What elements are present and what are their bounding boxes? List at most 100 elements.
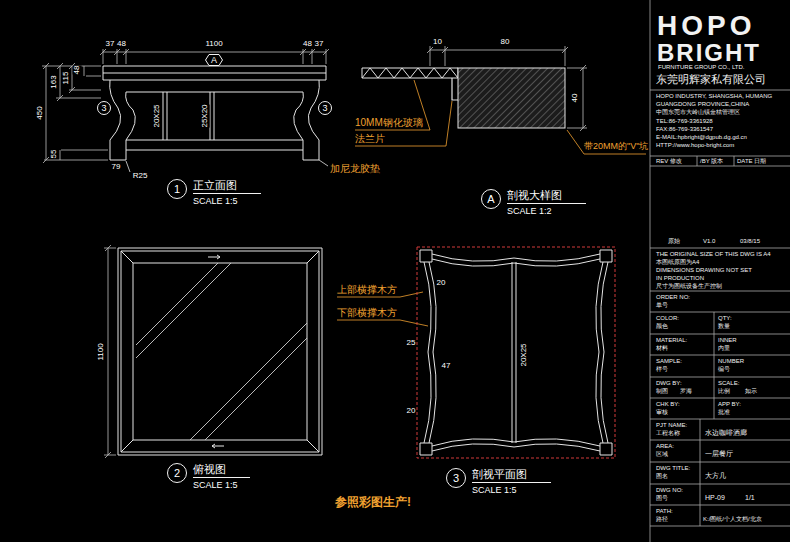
title-block-text: AREA: [656,443,674,450]
title-block-text: APP BY: [718,401,741,408]
title-block-text: E-MAIL:hpbright@dgpub.dg.gd.cn [656,134,747,141]
title-block-text: 制图 [656,388,668,395]
section-plan [420,250,612,455]
title-block-text: HOPO INDUSTRY, SHANGSHA, HUMANG [656,93,772,100]
note-text: 上部横撑木方 [337,284,397,295]
view-title: A 剖视大样图 SCALE 1:2 [481,189,586,217]
wood-frame-section [458,68,565,128]
view-title: 2 俯视图SCALE 1:5 [167,463,250,491]
title-block-text: MATERIAL: [656,337,687,344]
title-block-text: 罗海 [680,388,692,395]
callout-marker: 3 [318,101,332,115]
title-block-text: SAMPLE: [656,358,682,365]
logo-text: HOPO [657,11,755,42]
note-text: 10MM钢化玻璃 [355,117,423,128]
company-name: 东莞明辉家私有限公司 [656,73,766,85]
title-block-text: CHK BY: [656,401,680,408]
view-heading-group: 剖视平面图SCALE 1:5 [472,468,551,496]
dimension-line [104,245,116,458]
title-block-text: 尺寸为图纸设备生产控制 [656,283,722,290]
title-block-text: TEL:86-769-3361928 [656,118,713,125]
title-block-text: 中国东莞市大岭山镇金桔管理区 [656,109,740,116]
title-block-text: 原始 [668,238,680,245]
dimension-text: 25X20 [201,104,210,127]
title-block-text: PATH: [656,508,673,515]
dimension-text: 40 [571,94,580,103]
dimension-text: 25 [407,339,416,348]
title-block-text: V1.0 [703,238,715,245]
title-block-text: 图号 [656,495,668,502]
title-block-text: 单号 [656,302,668,309]
dimension-line [42,49,329,163]
dimension-text: 48 [73,66,82,75]
view-heading: 剖视平面图 [472,468,551,483]
title-block-text: 样号 [656,366,668,373]
dimension-text: 79 [112,163,121,172]
title-block-text: DIMENSIONS DRAWING NOT SET [656,267,752,274]
table-elevation [103,66,326,160]
title-block-text: QTY: [718,315,732,322]
title-block-text: 图名 [656,473,668,480]
title-block-text: 内里 [718,345,730,352]
title-block-text: K:/图纸/个人文档/北京 [703,516,762,523]
dimension-text: 47 [442,362,451,371]
section-marker-outline [206,55,223,66]
title-block-text: 大方几 [705,472,726,480]
view-number-circle: 3 [446,468,466,488]
title-block-text: 如示 [745,388,757,395]
title-block-text: 1/1 [745,494,755,502]
title-block-text: 区域 [656,451,668,458]
dimension-text: 37 [315,40,324,49]
callout-marker: 3 [97,101,111,115]
view-number-circle: A [481,189,501,209]
view-number-circle: 1 [167,179,187,199]
view-heading: 正立面图 [193,179,261,194]
table-top-plan [118,248,322,455]
dimension-text: 20 [407,407,416,416]
company-name: FURNITURE GROUP CO., LTD. [658,64,744,71]
dimension-text: 1100 [205,40,222,49]
leader-line [337,80,646,326]
title-block-grid [650,0,790,542]
title-block-text: DWG TITLE: [656,465,690,472]
title-block-text: 颜色 [656,323,668,330]
view-number-circle: 2 [167,463,187,483]
scale-text: SCALE 1:2 [507,206,586,217]
view-number: 1 [174,184,180,195]
title-block-text: PJT NAME: [656,422,687,429]
title-block-text: 数量 [718,323,730,330]
title-block-text: INNER [718,337,737,344]
title-block-text: SCALE: [718,380,739,387]
title-block-text: /BY 版本 [700,158,723,165]
dimension-text: 55 [50,150,59,159]
title-block-text: 水边咖啡酒廊 [705,429,747,437]
note-text: 法兰片 [355,133,385,144]
view-heading: 剖视大样图 [507,189,586,204]
dimension-text: 48 [303,40,312,49]
dimension-text: 450 [36,106,45,119]
dimension-text: 20X25 [520,343,529,366]
title-block-text: 比例 [718,388,730,395]
title-block-text: THE ORIGINAL SIZE OF THIS DWG IS A4 [656,251,771,258]
title-block-text: HTTP://www.hopo-bright.com [656,142,734,149]
view-heading-group: 俯视图SCALE 1:5 [193,463,250,491]
title-block-text: HP-09 [705,494,725,502]
dimension-line [427,46,587,131]
view-number: 2 [174,468,180,479]
marker-number: 3 [101,104,106,113]
dimension-text: 20X25 [153,104,162,127]
title-block-text: 03/8/15 [740,238,760,245]
title-block-text: IN PRODUCTION [656,275,704,282]
view-number: A [487,194,494,205]
title-block-text: 编号 [718,366,730,373]
view-heading: 俯视图 [193,463,250,478]
marker-number: 3 [322,104,327,113]
flange-plate [452,78,458,100]
note-text: 加尼龙胶垫 [330,163,380,174]
dimension-text: 10 [433,38,442,47]
title-block-text: DWG BY: [656,380,682,387]
title-block-text: 审核 [656,409,668,416]
view-number: 3 [453,473,459,484]
section-marker: A [205,54,223,66]
